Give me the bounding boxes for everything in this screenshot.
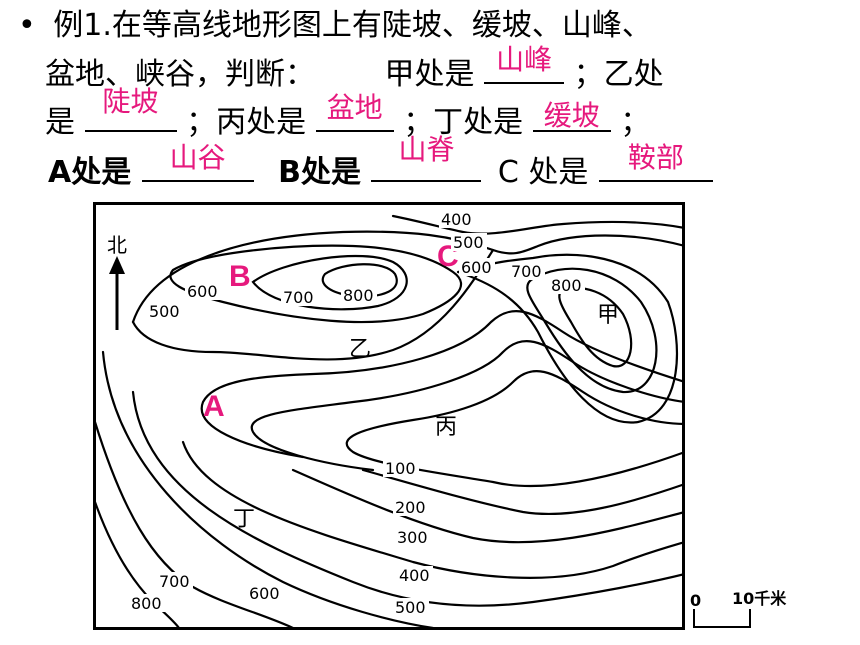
contour-300 — [291, 468, 685, 544]
answer-blank-b[interactable]: 山脊 — [371, 133, 482, 182]
place-bing: 丙 — [435, 415, 457, 440]
contour-300-upper — [200, 310, 685, 459]
answer-blank-bing[interactable]: 盆地 — [315, 91, 394, 132]
contour-100 — [345, 370, 685, 488]
question-text-3a: 是 — [45, 105, 75, 140]
label-100: 100 — [385, 459, 416, 478]
contour-700-b — [251, 254, 408, 311]
question-text-1: 例1.在等高线地形图上有陡坡、缓坡、山峰、 — [53, 8, 652, 43]
label-800-right: 800 — [551, 276, 582, 295]
answer-b: 山脊 — [398, 133, 455, 166]
place-ding: 丁 — [233, 507, 255, 532]
label-700-mid: 700 — [283, 288, 314, 307]
bullet: • — [18, 8, 36, 43]
map-frame — [93, 202, 685, 630]
question-text-2a: 盆地、峡谷，判断： — [45, 57, 315, 92]
place-jia: 甲 — [597, 303, 619, 328]
answer-c: 鞍部 — [627, 141, 684, 174]
question-line-3: 是 陡坡 ；丙处是 盆地 ；丁处是 缓坡 ； — [45, 85, 651, 143]
contour-500-inner — [131, 248, 495, 361]
question-line-2: 盆地、峡谷，判断： 甲处是 山峰 ；乙处 — [45, 43, 664, 95]
question-text-2c: ；乙处 — [573, 57, 664, 92]
label-500-top: 500 — [453, 233, 484, 252]
contour-lines — [93, 214, 685, 630]
answer-blank-yi[interactable]: 陡坡 — [84, 85, 177, 132]
contour-800-jia — [558, 286, 633, 368]
label-800-bl: 800 — [131, 594, 162, 613]
label-200: 200 — [395, 498, 426, 517]
scale-bar: 0 10千米 — [688, 585, 798, 635]
contour-600-b — [169, 244, 463, 324]
answer-blank-a[interactable]: 山谷 — [141, 141, 254, 182]
north-arrow — [109, 256, 125, 330]
label-400-top: 400 — [441, 210, 472, 229]
point-a: A — [203, 390, 225, 423]
answer-ding: 缓坡 — [543, 99, 600, 132]
question-text-4a: A处是 — [48, 155, 132, 190]
label-600-top: 600 — [461, 258, 492, 277]
point-b: B — [229, 260, 251, 293]
question-text-2b: 甲处是 — [384, 57, 475, 92]
contour-600-jia — [456, 253, 679, 424]
contour-map: 北 甲 乙 丙 丁 B A C 400 500 600 700 800 600 … — [93, 202, 685, 630]
label-800-mid: 800 — [343, 286, 374, 305]
place-yi: 乙 — [349, 337, 371, 362]
label-400: 400 — [399, 566, 430, 585]
answer-jia: 山峰 — [496, 43, 553, 76]
north-label: 北 — [107, 233, 127, 257]
label-700-bl: 700 — [159, 572, 190, 591]
contour-200 — [361, 468, 685, 516]
answer-yi: 陡坡 — [102, 85, 159, 118]
answer-blank-c[interactable]: 鞍部 — [598, 141, 713, 182]
scale-zero: 0 — [690, 591, 702, 610]
label-300: 300 — [397, 528, 428, 547]
answer-a: 山谷 — [169, 141, 226, 174]
contour-600-low — [101, 350, 435, 630]
contour-800-b — [321, 263, 398, 298]
label-500-left: 500 — [149, 302, 180, 321]
contour-400-top — [391, 214, 685, 235]
answer-bing: 盆地 — [326, 91, 383, 124]
question-text-4c: C 处是 — [497, 155, 589, 190]
label-500-bottom: 500 — [395, 598, 426, 617]
question-text-3c: ；丁处是 — [403, 105, 524, 140]
contour-200-upper — [250, 340, 685, 472]
label-700-right: 700 — [511, 262, 542, 281]
question-text-4b: B处是 — [278, 155, 361, 190]
question-line-1: • 例1.在等高线地形图上有陡坡、缓坡、山峰、 — [18, 6, 652, 46]
scale-line — [693, 609, 751, 628]
contour-500-low — [131, 390, 685, 607]
label-600-bl: 600 — [249, 584, 280, 603]
answer-blank-ding[interactable]: 缓坡 — [532, 99, 611, 132]
question-text-3d: ； — [620, 105, 651, 140]
question-line-4: A处是 山谷 B处是 山脊 C 处是 鞍部 — [48, 133, 713, 193]
answer-blank-jia[interactable]: 山峰 — [484, 43, 565, 84]
scale-ten: 10千米 — [732, 589, 787, 608]
question-text-3b: ；丙处是 — [186, 105, 307, 140]
contour-400-low — [181, 440, 685, 579]
label-600-left: 600 — [187, 282, 218, 301]
